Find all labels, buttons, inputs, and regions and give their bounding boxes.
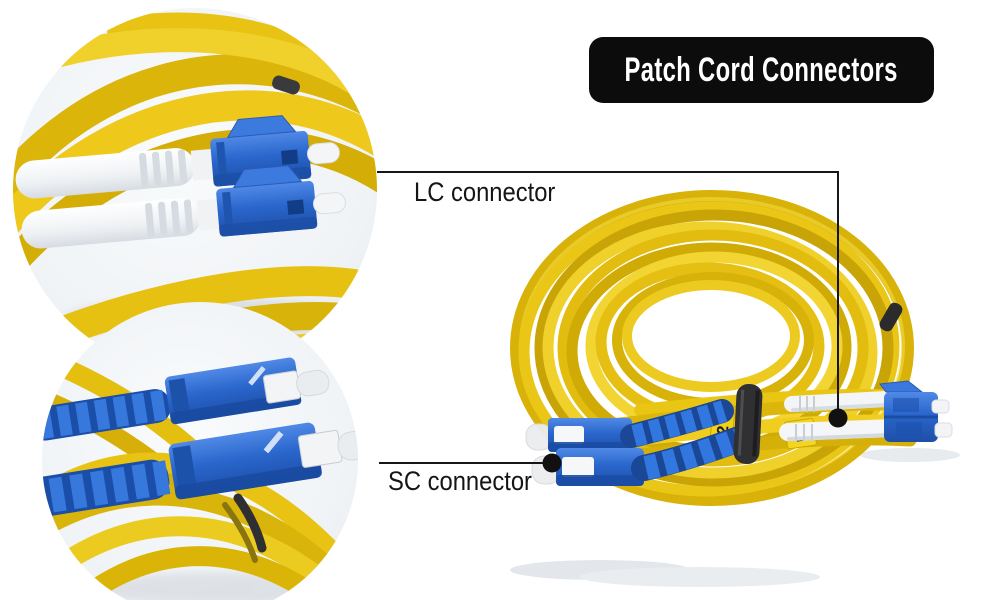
sc-ferrule-window [554,426,584,444]
body-band [168,378,191,421]
boot-rib [183,199,194,234]
cable-tag-number: 2 [715,425,733,435]
lc-neck [196,198,224,231]
sc-boot-ribs [42,389,167,440]
body-band [172,445,198,496]
cable-end-dark-detail [272,75,300,95]
housing-slot [281,149,299,165]
lc-boot [15,148,196,199]
lc-ferrule [931,399,950,414]
lc-callout-line [377,171,839,410]
lc-ferrule [934,422,953,438]
housing-seam [222,191,234,233]
sc-connector-label: SC connector [388,466,552,497]
housing-shade [219,216,318,237]
strap-highlight [737,389,745,456]
sc-ferrule-holder [262,370,302,404]
lc-connector-lower [21,165,346,249]
housing-slot [287,199,305,215]
velcro-tie [733,383,763,465]
boot-rings [799,396,815,412]
main-patch-cord-photo: 2 [510,190,960,587]
sc-connector-lower [42,422,358,518]
boot-rib [144,202,155,237]
boot-rib [170,200,181,235]
boot-rib [157,201,168,236]
ground-shadow [580,567,820,587]
lc-neck [190,148,218,181]
lc-latch [232,165,303,189]
sc-callout-dot [542,453,562,473]
housing-slot [896,422,922,436]
sc-boot-ribs [643,426,749,480]
plug-shade [556,475,644,486]
sc-connector-pair [525,399,755,486]
sc-ferrule-holder [297,429,343,468]
lc-boot [21,198,202,249]
body-shade [174,463,322,500]
sc-connector-label-text: SC connector [388,466,532,496]
boot-rib [138,152,149,187]
sc-connector-upper [42,357,330,441]
sc-closeup-inset-circle [42,302,358,600]
callouts [377,171,848,473]
lc-boot-tube [779,419,901,441]
lc-ferrule [312,192,346,215]
body-highlight [248,366,266,386]
title-banner-text: Patch Cord Connectors [624,50,899,89]
cable-clip-black [879,302,903,332]
boot-rib [151,151,162,186]
boot-rib [164,150,175,185]
lc-connector-label: LC connector [414,177,575,208]
title-banner: Patch Cord Connectors [589,37,934,103]
sc-boot-ribs [42,459,176,516]
housing-seam [216,141,228,183]
lc-connector-label-text: LC connector [414,177,556,207]
ground-shadow [860,448,960,462]
sc-boot-ribs [631,400,728,447]
lc-callout-dot [828,408,848,428]
boot-rings [795,424,813,442]
sc-ferrule-tip [296,369,330,397]
lc-latch [226,115,297,139]
sc-ferrule-window [562,457,594,477]
sc-ferrule-tip [337,430,358,461]
lc-ferrule [306,142,340,165]
housing-slot [893,398,919,412]
tube-shade [787,433,893,441]
strap-shade [752,390,760,457]
boot-rib [177,149,188,184]
body-highlight [263,430,284,454]
